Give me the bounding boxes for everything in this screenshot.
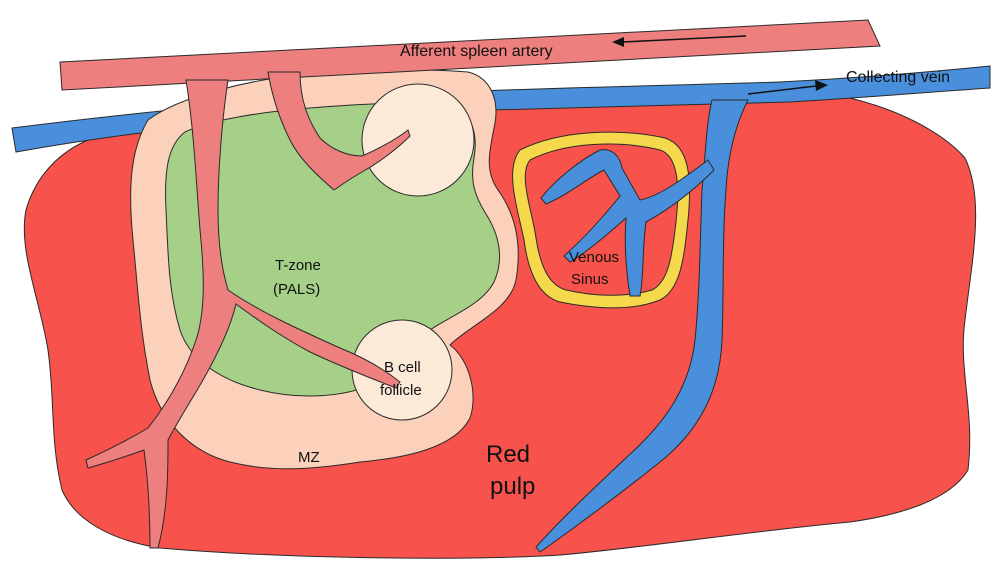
venous-sinus-label-line2: Sinus xyxy=(571,271,609,288)
b-cell-label-line1: B cell xyxy=(384,359,421,376)
vein-label: Collecting vein xyxy=(846,69,950,86)
artery-label: Afferent spleen artery xyxy=(400,43,553,60)
venous-sinus-label-line1: Venous xyxy=(569,249,619,266)
mz-label: MZ xyxy=(298,449,320,466)
t-zone-label-line2: (PALS) xyxy=(273,281,320,298)
upper-follicle xyxy=(362,84,474,196)
b-cell-label-line2: follicle xyxy=(380,382,422,399)
t-zone-label-line1: T-zone xyxy=(275,257,321,274)
red-pulp-label-line2: pulp xyxy=(490,473,535,500)
red-pulp-label-line1: Red xyxy=(486,441,530,468)
